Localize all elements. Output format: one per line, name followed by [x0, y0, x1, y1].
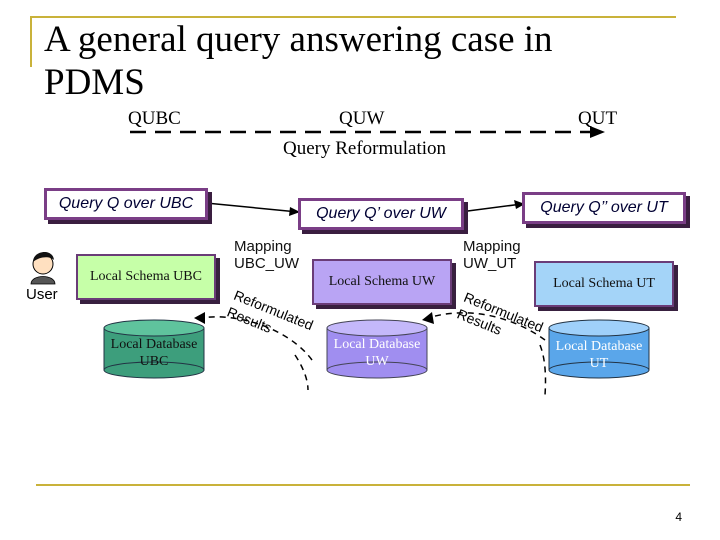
- database-ubc-cylinder-icon: [103, 319, 205, 379]
- arrow-ubc-to-uw: [205, 202, 299, 213]
- results-arrow-uw-to-ubc-head-icon: [194, 312, 205, 324]
- results-arrow-ut-to-uw-head-icon: [422, 312, 434, 324]
- reformulation-arrowhead-icon: [590, 126, 605, 138]
- database-ut-cylinder-icon: [548, 319, 650, 379]
- mapping-ubc-uw-label: Mapping UBC_UW: [234, 238, 300, 272]
- query-box-uw: Query Q’ over UW: [298, 198, 464, 230]
- results-tail-ubc: [294, 354, 309, 391]
- query-box-ut: Query Q’’ over UT: [522, 192, 686, 224]
- q-ut-text: QUT: [578, 108, 618, 129]
- arrow-uw-to-ut-head-icon: [514, 200, 525, 209]
- slide-title: A general query answering case in PDMS: [44, 19, 553, 103]
- results-tail-ut: [539, 344, 547, 396]
- q-uw-text: QUW: [339, 108, 385, 129]
- query-box-ubc: Query Q over UBC: [44, 188, 208, 220]
- query-reformulation-label: Query Reformulation: [283, 138, 447, 159]
- database-ubc-label: Local Database UBC: [110, 337, 198, 369]
- user-icon: [30, 251, 56, 285]
- results-arrow-ut-to-uw: [427, 312, 546, 341]
- schema-box-uw: Local Schema UW: [312, 259, 452, 305]
- arrow-ubc-to-uw-head-icon: [289, 207, 300, 216]
- database-uw-label: Local Database UW: [333, 337, 421, 369]
- mapping-uw-ut-label: Mapping UW_UT: [463, 238, 521, 272]
- arrow-uw-to-ut: [459, 203, 523, 213]
- q-ubc-text: QUBC: [128, 108, 181, 129]
- schema-box-ubc: Local Schema UBC: [76, 254, 216, 300]
- label-q-ut: QUT: [578, 108, 617, 130]
- results-arrow-uw-to-ubc: [199, 316, 313, 361]
- database-uw-cylinder-icon: [326, 319, 428, 379]
- label-q-uw: QUW: [339, 108, 384, 130]
- label-q-ubc: QUBC: [128, 108, 181, 130]
- schema-box-ut: Local Schema UT: [534, 261, 674, 307]
- user-label: User: [26, 286, 58, 303]
- page-number: 4: [675, 510, 682, 524]
- database-ut-label: Local Database UT: [555, 339, 643, 371]
